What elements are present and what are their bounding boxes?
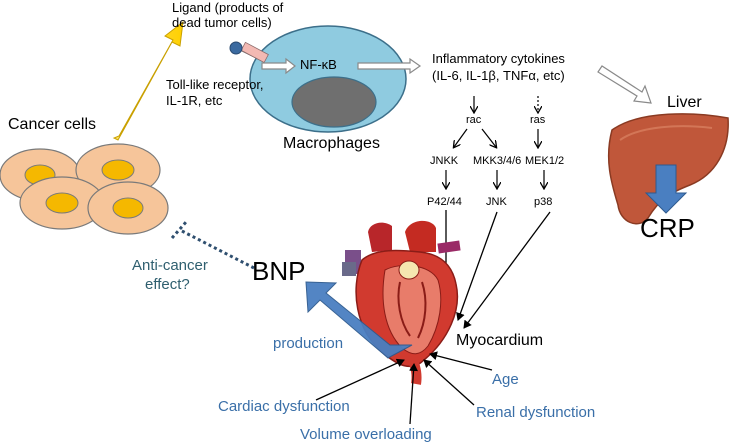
production-arrow <box>305 281 413 359</box>
crp-label: CRP <box>640 213 695 243</box>
kinase-to-myocardium-arrows <box>441 210 551 329</box>
heart-icon <box>342 220 461 385</box>
liver-to-crp-arrow <box>644 164 688 214</box>
production-label: production <box>273 335 344 352</box>
hollow-arrow-cytokines-liver <box>597 65 652 104</box>
volume-overloading-label: Volume overloading <box>300 426 432 443</box>
hollow-arrow-nfkb-cytokines <box>357 57 422 75</box>
cancer-cells-label: Cancer cells <box>8 116 97 133</box>
rac-label: rac <box>466 114 482 126</box>
hollow-arrow-receptor-nfkb <box>261 57 296 75</box>
myocardium-label: Myocardium <box>456 332 544 349</box>
ligand-label: Ligand (products of <box>172 0 284 15</box>
ras-label: ras <box>530 114 546 126</box>
ligand-label-line2: dead tumor cells) <box>172 15 272 30</box>
cancer-cells-icon <box>0 143 169 235</box>
macrophage-icon <box>249 25 407 133</box>
pathway-arrows <box>446 96 544 188</box>
anticancer-label: Anti-cancer <box>132 257 208 274</box>
anticancer-label-line2: effect? <box>145 276 190 293</box>
cytokines-label: Inflammatory cytokines <box>432 51 565 66</box>
factor-arrows <box>315 351 493 425</box>
tlr-label: Toll-like receptor, <box>166 77 264 92</box>
toll-like-receptor-icon <box>229 41 269 64</box>
macrophages-label: Macrophages <box>283 135 380 152</box>
nfkb-label: NF-κB <box>300 57 337 72</box>
renal-dysfunction-label: Renal dysfunction <box>476 404 596 421</box>
jnkk-label: JNKK <box>430 155 459 167</box>
inhibition-line <box>170 221 255 270</box>
p4244-label: P42/44 <box>427 196 462 208</box>
p38-label: p38 <box>534 196 553 208</box>
jnk-label: JNK <box>486 196 507 208</box>
mek-label: MEK1/2 <box>525 155 565 167</box>
cardiac-dysfunction-label: Cardiac dysfunction <box>218 398 350 415</box>
age-label: Age <box>492 371 519 388</box>
cytokines-label-line2: (IL-6, IL-1β, TNFα, etc) <box>432 68 565 83</box>
mkk-label: MKK3/4/6 <box>473 155 522 167</box>
liver-label: Liver <box>667 94 702 111</box>
yellow-arrow <box>112 20 184 141</box>
tlr-label-line2: IL-1R, etc <box>166 93 223 108</box>
bnp-label: BNP <box>252 256 306 286</box>
